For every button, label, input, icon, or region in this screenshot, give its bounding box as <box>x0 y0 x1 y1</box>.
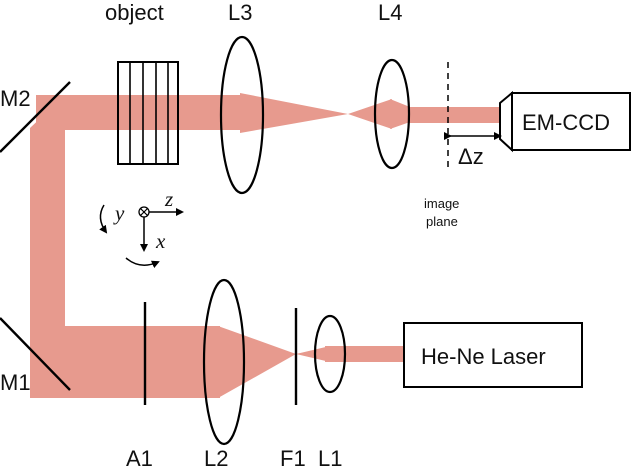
label-image-plane-1: image <box>424 196 459 211</box>
mirror-m2 <box>0 81 71 153</box>
beam-laser-segment <box>325 346 405 362</box>
x-rotation-arrow <box>125 257 160 269</box>
beam-expanding <box>218 326 296 398</box>
y-rotation-arrow <box>99 204 108 234</box>
lens-l2 <box>202 278 246 446</box>
label-m1: M1 <box>0 370 31 395</box>
label-object: object <box>105 0 164 25</box>
beam-l1-focus <box>296 346 330 362</box>
label-a1: A1 <box>126 446 153 471</box>
label-emccd: EM-CCD <box>522 110 610 135</box>
lens-l3 <box>219 35 265 195</box>
beam-l3-converge <box>240 93 348 133</box>
lens-l4 <box>373 58 411 170</box>
label-laser: He-Ne Laser <box>421 344 546 369</box>
label-l3: L3 <box>228 0 252 25</box>
object-sample <box>117 61 179 165</box>
laser-beam <box>30 93 504 398</box>
emccd-camera <box>499 90 631 153</box>
axis-label-y: y <box>113 201 125 225</box>
beam-l4-collimate <box>390 99 410 129</box>
label-f1: F1 <box>280 446 306 471</box>
beam-vertical <box>30 128 65 398</box>
label-l4: L4 <box>378 0 402 25</box>
label-image-plane-2: plane <box>426 214 458 229</box>
beam-l4-expand <box>348 99 392 129</box>
mirror-m1 <box>0 317 71 391</box>
lens-l1 <box>313 314 347 394</box>
label-m2: M2 <box>0 86 31 111</box>
label-delta-z: Δz <box>458 144 484 169</box>
label-l1: L1 <box>318 446 342 471</box>
coordinate-axes <box>99 204 184 269</box>
beam-to-ccd <box>408 107 504 123</box>
beam-lower-wide <box>44 326 220 398</box>
laser-box <box>403 322 583 388</box>
label-l2: L2 <box>204 446 228 471</box>
axis-label-x: x <box>155 229 166 253</box>
axis-label-z: z <box>164 187 173 211</box>
beam-upper <box>36 95 246 130</box>
